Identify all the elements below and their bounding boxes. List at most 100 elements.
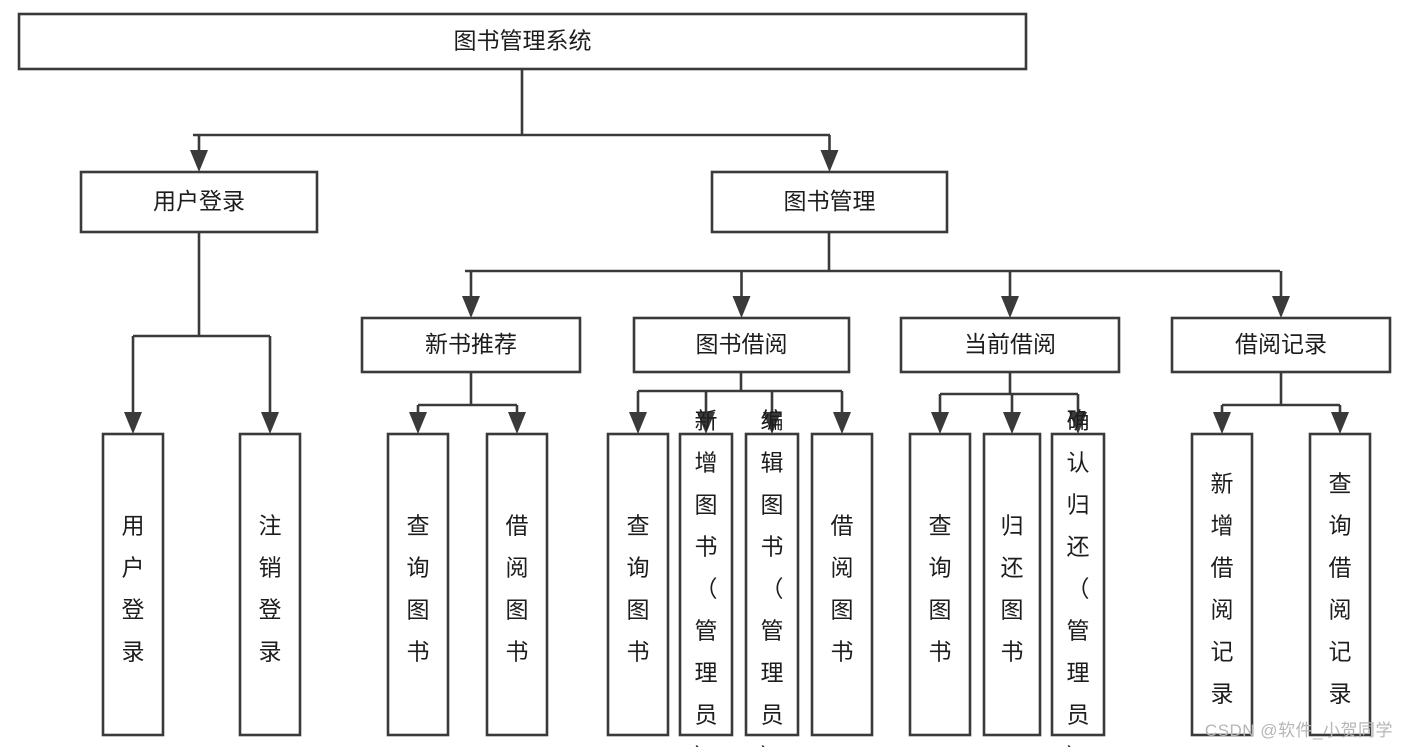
svg-text:归: 归 [1001, 512, 1024, 538]
node-box-leaf-confirm-return-admin[interactable] [1050, 432, 1106, 737]
svg-text:查: 查 [1329, 470, 1352, 496]
svg-text:录: 录 [122, 638, 145, 664]
svg-text:注: 注 [259, 512, 282, 538]
node-box-current-borrow[interactable] [899, 316, 1121, 374]
svg-text:销: 销 [259, 554, 282, 580]
arrow-head [833, 412, 851, 434]
svg-text:理: 理 [761, 659, 784, 685]
node-box-leaf-user-login[interactable] [101, 432, 165, 737]
svg-text:员: 员 [761, 701, 784, 727]
node-box-leaf-borrow-book-rec[interactable] [485, 432, 549, 737]
svg-text:管: 管 [761, 617, 784, 643]
svg-text:书: 书 [831, 638, 854, 664]
svg-text:阅: 阅 [831, 554, 854, 580]
node-box-layer [17, 12, 1392, 737]
svg-text:询: 询 [627, 554, 650, 580]
arrow-head [124, 412, 142, 434]
arrow-head [462, 296, 480, 318]
node-box-leaf-logout[interactable] [238, 432, 302, 737]
node-box-leaf-edit-book-admin[interactable] [744, 432, 800, 737]
node-label-user-login: 用户登录 [153, 188, 245, 214]
svg-text:理: 理 [695, 659, 718, 685]
arrow-head [409, 412, 427, 434]
svg-text:图: 图 [627, 596, 650, 622]
svg-text:图: 图 [506, 596, 529, 622]
svg-text:阅: 阅 [1211, 596, 1234, 622]
svg-text:登: 登 [122, 596, 145, 622]
svg-text:借: 借 [1211, 554, 1234, 580]
svg-text:理: 理 [1067, 659, 1090, 685]
node-box-root[interactable] [17, 12, 1028, 71]
svg-text:图: 图 [695, 491, 718, 517]
node-box-leaf-query-book-borrow[interactable] [606, 432, 670, 737]
arrow-head [697, 412, 715, 434]
svg-text:借: 借 [831, 512, 854, 538]
svg-text:记: 记 [1211, 638, 1234, 664]
svg-text:书: 书 [506, 638, 529, 664]
svg-text:管: 管 [1067, 617, 1090, 643]
node-label-layer: 图书管理系统用户登录图书管理新书推荐图书借阅当前借阅借阅记录用户登录注销登录查询… [122, 28, 1352, 747]
node-box-leaf-query-borrow-record[interactable] [1308, 432, 1372, 737]
svg-text:增: 增 [1211, 512, 1234, 538]
svg-text:阅: 阅 [506, 554, 529, 580]
arrow-head [1003, 412, 1021, 434]
arrow-head [261, 412, 279, 434]
svg-text:还: 还 [1067, 533, 1090, 559]
arrow-head [732, 296, 751, 318]
arrow-head [763, 412, 781, 434]
svg-text:书: 书 [1001, 638, 1024, 664]
node-label-book-borrow: 图书借阅 [696, 331, 788, 357]
svg-text:）: ） [1067, 743, 1090, 747]
svg-text:记: 记 [1329, 638, 1352, 664]
svg-text:借: 借 [1329, 554, 1352, 580]
svg-text:新: 新 [695, 407, 718, 433]
svg-text:图: 图 [831, 596, 854, 622]
node-box-user-login[interactable] [79, 170, 319, 234]
svg-text:阅: 阅 [1329, 596, 1352, 622]
svg-text:书: 书 [695, 533, 718, 559]
node-box-leaf-query-book-current[interactable] [908, 432, 972, 737]
node-box-leaf-borrow-book[interactable] [810, 432, 874, 737]
svg-text:编: 编 [761, 407, 784, 433]
node-box-leaf-query-book-rec[interactable] [386, 432, 450, 737]
svg-text:）: ） [695, 743, 718, 747]
node-box-leaf-return-book[interactable] [982, 432, 1042, 737]
svg-text:确: 确 [1067, 407, 1090, 433]
svg-text:询: 询 [1329, 512, 1352, 538]
svg-text:增: 增 [695, 449, 718, 475]
svg-text:还: 还 [1001, 554, 1024, 580]
arrow-head [1213, 412, 1231, 434]
node-box-book-borrow[interactable] [632, 316, 851, 374]
svg-text:员: 员 [695, 701, 718, 727]
svg-text:书: 书 [929, 638, 952, 664]
svg-text:图: 图 [929, 596, 952, 622]
node-box-leaf-add-borrow-record[interactable] [1190, 432, 1254, 737]
svg-text:图: 图 [407, 596, 430, 622]
svg-text:借: 借 [506, 512, 529, 538]
arrow-head [629, 412, 647, 434]
svg-text:查: 查 [929, 512, 952, 538]
node-box-leaf-add-book-admin[interactable] [678, 432, 734, 737]
arrow-head [1069, 412, 1087, 434]
svg-text:（: （ [695, 575, 718, 601]
svg-text:录: 录 [259, 638, 282, 664]
svg-text:书: 书 [407, 638, 430, 664]
svg-text:辑: 辑 [761, 449, 784, 475]
svg-text:图: 图 [761, 491, 784, 517]
node-box-new-book-recommend[interactable] [360, 316, 582, 374]
node-box-book-management[interactable] [710, 170, 949, 234]
svg-text:（: （ [1067, 575, 1090, 601]
node-box-borrow-record[interactable] [1170, 316, 1392, 374]
arrow-head [931, 412, 949, 434]
svg-text:登: 登 [259, 596, 282, 622]
